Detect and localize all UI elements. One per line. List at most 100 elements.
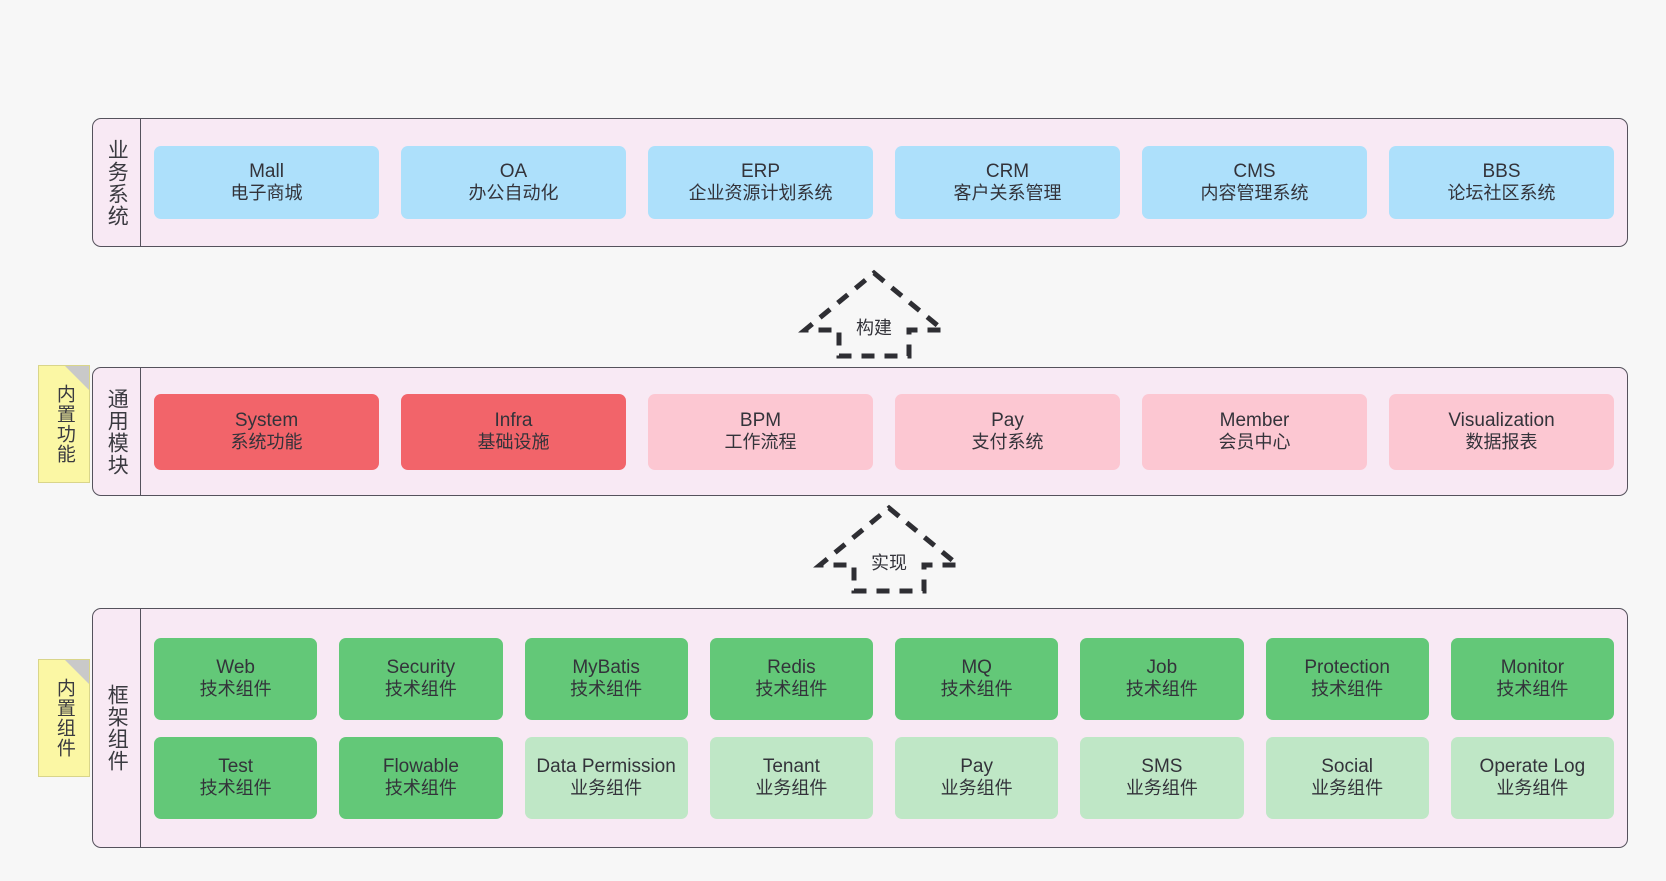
node-web[interactable]: Web 技术组件 [154, 637, 318, 720]
node-subtitle: 基础设施 [477, 432, 550, 453]
node-title: BPM [739, 409, 782, 431]
node-title: Security [386, 656, 456, 678]
node-subtitle: 支付系统 [971, 432, 1044, 453]
node-member[interactable]: Member 会员中心 [1142, 393, 1367, 470]
node-subtitle: 技术组件 [199, 778, 272, 799]
node-title: Infra [494, 409, 533, 431]
node-title: Visualization [1448, 409, 1555, 431]
node-subtitle: 技术组件 [940, 679, 1013, 700]
node-title: Flowable [382, 755, 459, 777]
node-subtitle: 数据报表 [1465, 432, 1538, 453]
node-mybatis[interactable]: MyBatis 技术组件 [524, 637, 688, 720]
node-subtitle: 业务组件 [1496, 778, 1569, 799]
node-row: Mall 电子商城 OA 办公自动化 ERP 企业资源计划系统 CRM 客户关系… [154, 146, 1614, 219]
node-sms[interactable]: SMS 业务组件 [1080, 736, 1244, 819]
layer-caption-framework-components: 框架组件 [93, 609, 141, 847]
node-security[interactable]: Security 技术组件 [339, 637, 503, 720]
node-subtitle: 业务组件 [1311, 778, 1384, 799]
node-subtitle: 技术组件 [384, 778, 457, 799]
node-social[interactable]: Social 业务组件 [1265, 736, 1429, 819]
connector-build: 构建 [798, 268, 950, 359]
connector-label: 实现 [871, 553, 907, 573]
node-bbs[interactable]: BBS 论坛社区系统 [1389, 146, 1614, 219]
node-pay-component[interactable]: Pay 业务组件 [895, 736, 1059, 819]
connector-label: 构建 [856, 318, 892, 338]
node-title: Job [1146, 656, 1178, 678]
node-title: SMS [1141, 755, 1183, 777]
node-subtitle: 技术组件 [1496, 679, 1569, 700]
dashed-block-arrow-up-icon [813, 504, 965, 594]
node-erp[interactable]: ERP 企业资源计划系统 [648, 146, 873, 219]
node-redis[interactable]: Redis 技术组件 [709, 637, 873, 720]
dashed-block-arrow-up-icon [798, 269, 950, 359]
layer-body-framework-components: Web 技术组件 Security 技术组件 MyBatis 技术组件 Redi… [141, 609, 1627, 847]
node-title: Test [218, 755, 254, 777]
node-subtitle: 办公自动化 [468, 183, 559, 204]
node-protection[interactable]: Protection 技术组件 [1265, 637, 1429, 720]
node-title: System [234, 409, 299, 431]
node-title: ERP [740, 160, 781, 182]
node-row: Test 技术组件 Flowable 技术组件 Data Permission … [154, 736, 1614, 819]
node-subtitle: 工作流程 [724, 432, 797, 453]
node-subtitle: 会员中心 [1218, 432, 1291, 453]
sticky-tag-builtin-functions: 内置功能 [38, 365, 90, 483]
node-system[interactable]: System 系统功能 [154, 393, 379, 470]
layer-business-systems[interactable]: 业务系统 Mall 电子商城 OA 办公自动化 ERP 企业资源计划系统 CRM… [92, 118, 1628, 247]
node-row: System 系统功能 Infra 基础设施 BPM 工作流程 Pay 支付系统… [154, 393, 1614, 470]
node-subtitle: 技术组件 [199, 679, 272, 700]
node-title: Web [216, 656, 255, 678]
node-subtitle: 论坛社区系统 [1447, 183, 1556, 204]
node-title: Mall [249, 160, 284, 182]
sticky-tag-label: 内置功能 [53, 384, 75, 464]
node-title: Operate Log [1479, 755, 1586, 777]
node-title: Tenant [762, 755, 820, 777]
node-subtitle: 客户关系管理 [953, 183, 1062, 204]
node-title: Redis [767, 656, 816, 678]
node-subtitle: 技术组件 [1311, 679, 1384, 700]
node-subtitle: 技术组件 [1125, 679, 1198, 700]
node-title: CRM [985, 160, 1030, 182]
node-title: MyBatis [572, 656, 640, 678]
sticky-tag-builtin-components: 内置组件 [38, 659, 90, 777]
node-flowable[interactable]: Flowable 技术组件 [339, 736, 503, 819]
node-subtitle: 业务组件 [940, 778, 1013, 799]
layer-body-business-systems: Mall 电子商城 OA 办公自动化 ERP 企业资源计划系统 CRM 客户关系… [141, 119, 1627, 246]
layer-common-modules[interactable]: 通用模块 System 系统功能 Infra 基础设施 BPM 工作流程 Pay… [92, 367, 1628, 496]
node-subtitle: 技术组件 [755, 679, 828, 700]
node-subtitle: 业务组件 [570, 778, 643, 799]
node-title: Monitor [1500, 656, 1565, 678]
node-title: Social [1321, 755, 1373, 777]
node-mq[interactable]: MQ 技术组件 [895, 637, 1059, 720]
node-bpm[interactable]: BPM 工作流程 [648, 393, 873, 470]
node-title: CMS [1233, 160, 1276, 182]
node-test[interactable]: Test 技术组件 [154, 736, 318, 819]
node-subtitle: 业务组件 [1125, 778, 1198, 799]
node-subtitle: 系统功能 [230, 432, 303, 453]
layer-caption-common-modules: 通用模块 [93, 368, 141, 495]
node-title: Pay [991, 409, 1024, 431]
sticky-tag-label: 内置组件 [53, 678, 75, 758]
node-title: MQ [961, 656, 992, 678]
node-visualization[interactable]: Visualization 数据报表 [1389, 393, 1614, 470]
node-title: BBS [1482, 160, 1521, 182]
node-crm[interactable]: CRM 客户关系管理 [895, 146, 1120, 219]
node-tenant[interactable]: Tenant 业务组件 [709, 736, 873, 819]
connector-implement: 实现 [813, 503, 965, 594]
node-subtitle: 技术组件 [384, 679, 457, 700]
node-title: OA [499, 160, 528, 182]
node-oa[interactable]: OA 办公自动化 [401, 146, 626, 219]
node-title: Data Permission [536, 755, 676, 777]
node-data-permission[interactable]: Data Permission 业务组件 [524, 736, 688, 819]
node-pay-module[interactable]: Pay 支付系统 [895, 393, 1120, 470]
node-infra[interactable]: Infra 基础设施 [401, 393, 626, 470]
node-subtitle: 内容管理系统 [1200, 183, 1309, 204]
node-operate-log[interactable]: Operate Log 业务组件 [1450, 736, 1614, 819]
node-title: Member [1219, 409, 1290, 431]
node-job[interactable]: Job 技术组件 [1080, 637, 1244, 720]
node-monitor[interactable]: Monitor 技术组件 [1450, 637, 1614, 720]
layer-framework-components[interactable]: 框架组件 Web 技术组件 Security 技术组件 MyBatis 技术组件… [92, 608, 1628, 848]
node-mall[interactable]: Mall 电子商城 [154, 146, 379, 219]
node-cms[interactable]: CMS 内容管理系统 [1142, 146, 1367, 219]
layer-caption-business-systems: 业务系统 [93, 119, 141, 246]
